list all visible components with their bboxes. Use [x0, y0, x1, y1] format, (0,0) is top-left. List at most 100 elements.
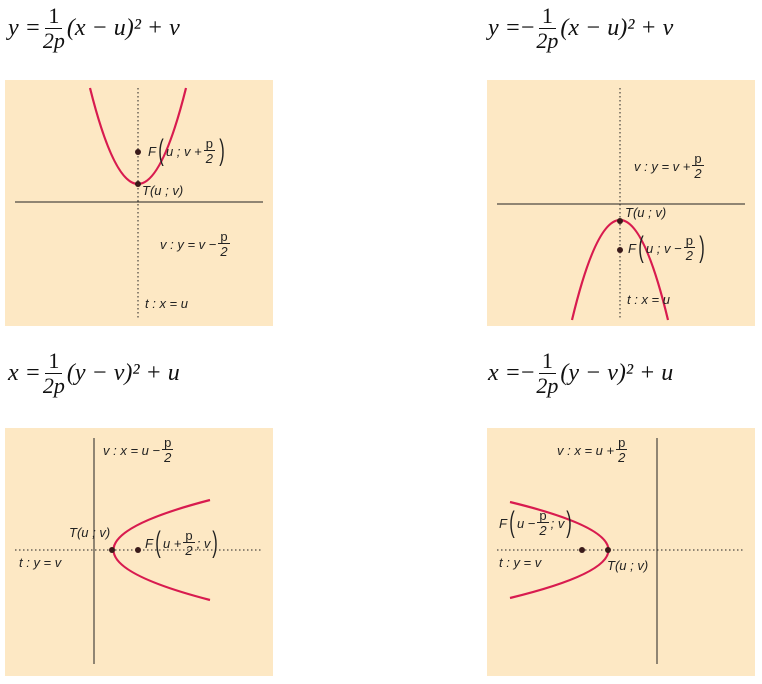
directrix-fraction: p 2: [616, 435, 628, 465]
left-paren: (: [158, 134, 164, 167]
formula-rest: (y − v)² + u: [66, 359, 180, 386]
fraction-numerator: p: [183, 528, 195, 543]
directrix-fraction: p 2: [692, 151, 704, 181]
vertex-point: [617, 218, 623, 224]
axis-label: t : x = u: [145, 296, 188, 311]
formula-prefix: y =: [488, 14, 521, 41]
vertex-point: [109, 547, 115, 553]
formula-fraction: 1 2p: [42, 349, 65, 398]
panel-upward-parabola: F ( u ; v + p 2 ) T(u ; v) v : y = v − p…: [5, 80, 273, 326]
panel-leftward-parabola: v : x = u + p 2 F ( u − p 2 ; v ) t : y …: [487, 428, 755, 676]
right-paren: ): [699, 231, 705, 264]
formula-prefix: x =: [488, 359, 521, 386]
formula-fraction: 1 2p: [43, 4, 65, 52]
left-paren: (: [638, 231, 644, 264]
focus-letter: F: [628, 240, 636, 256]
vertex-point: [135, 181, 141, 187]
panel-rightward-parabola: v : x = u − p 2 T(u ; v) F ( u + p 2 ; v…: [5, 428, 273, 676]
directrix-label: v : x = u + p 2: [557, 436, 629, 464]
formula-3: x = 1 2p (y − v)² + u: [8, 345, 180, 401]
formula-sign: −: [520, 359, 535, 386]
fraction-denominator: 2: [618, 450, 626, 465]
right-paren: ): [219, 134, 225, 167]
diagram-rightward: [15, 438, 263, 664]
focus-coords: u +: [162, 535, 182, 551]
focus-point: [135, 149, 141, 155]
fraction-denominator: 2p: [536, 372, 559, 398]
fraction-numerator: p: [203, 136, 215, 151]
focus-fraction: p 2: [203, 136, 215, 166]
fraction-numerator: p: [218, 229, 230, 244]
fraction-denominator: 2p: [42, 372, 65, 398]
formula-4: x = − 1 2p (y − v)² + u: [488, 345, 673, 401]
left-paren: (: [155, 526, 161, 559]
directrix-fraction: p 2: [218, 229, 230, 259]
left-paren: (: [509, 506, 515, 539]
formula-1: y = 1 2p (x − u)² + v: [8, 0, 180, 56]
fraction-denominator: 2: [539, 523, 547, 538]
focus-label: F ( u + p 2 ; v ): [145, 528, 220, 558]
fraction-denominator: 2: [694, 166, 702, 181]
fraction-numerator: p: [692, 151, 704, 166]
focus-point: [617, 247, 623, 253]
focus-fraction: p 2: [683, 233, 695, 263]
fraction-numerator: 1: [45, 349, 63, 374]
formula-prefix: x =: [8, 359, 41, 386]
fraction-numerator: 1: [538, 4, 556, 29]
fraction-numerator: 1: [45, 4, 63, 29]
focus-letter: F: [145, 535, 153, 551]
focus-coords: u ; v +: [165, 143, 202, 159]
directrix-text: v : y = v −: [160, 236, 217, 252]
focus-point: [135, 547, 141, 553]
vertex-label: T(u ; v): [69, 525, 111, 540]
focus-fraction: p 2: [537, 508, 549, 538]
fraction-denominator: 2p: [536, 27, 559, 53]
focus-letter: F: [499, 515, 507, 531]
formula-rest: (y − v)² + u: [560, 359, 674, 386]
fraction-denominator: 2: [205, 151, 213, 166]
focus-letter: F: [148, 143, 156, 159]
focus-coords-tail: ; v: [550, 515, 565, 531]
focus-label: F ( u ; v + p 2 ): [148, 136, 227, 166]
focus-coords: u ; v −: [645, 240, 682, 256]
fraction-denominator: 2: [164, 450, 172, 465]
focus-fraction: p 2: [183, 528, 195, 558]
formula-prefix: y =: [8, 14, 41, 41]
fraction-numerator: 1: [538, 349, 556, 374]
formula-rest: (x − u)² + v: [560, 14, 674, 41]
vertex-label: T(u ; v): [142, 183, 184, 198]
directrix-text: v : x = u +: [557, 442, 615, 458]
focus-label: F ( u ; v − p 2 ): [628, 233, 707, 263]
axis-label: t : y = v: [19, 555, 62, 570]
fraction-numerator: p: [537, 508, 549, 523]
formula-fraction: 1 2p: [536, 4, 559, 53]
directrix-label: v : y = v + p 2: [634, 152, 706, 180]
fraction-numerator: p: [683, 233, 695, 248]
fraction-numerator: p: [616, 435, 628, 450]
panel-downward-parabola: v : y = v + p 2 T(u ; v) F ( u ; v − p 2…: [487, 80, 755, 326]
fraction-denominator: 2: [185, 543, 193, 558]
focus-coords-tail: ; v: [196, 535, 211, 551]
focus-coords: u −: [516, 515, 536, 531]
focus-label: F ( u − p 2 ; v ): [499, 508, 574, 538]
directrix-fraction: p 2: [162, 435, 174, 465]
formula-sign: −: [520, 14, 535, 41]
directrix-label: v : y = v − p 2: [160, 230, 232, 258]
formula-rest: (x − u)² + v: [66, 14, 180, 41]
vertex-label: T(u ; v): [607, 558, 649, 573]
diagram-leftward: [497, 438, 745, 664]
fraction-denominator: 2: [220, 244, 228, 259]
directrix-label: v : x = u − p 2: [103, 436, 175, 464]
focus-point: [579, 547, 585, 553]
directrix-text: v : x = u −: [103, 442, 161, 458]
fraction-numerator: p: [162, 435, 174, 450]
formula-fraction: 1 2p: [536, 349, 559, 398]
directrix-text: v : y = v +: [634, 158, 691, 174]
vertex-label: T(u ; v): [625, 205, 667, 220]
vertex-point: [605, 547, 611, 553]
axis-label: t : x = u: [627, 292, 670, 307]
formula-2: y = − 1 2p (x − u)² + v: [488, 0, 673, 56]
right-paren: ): [566, 506, 573, 539]
fraction-denominator: 2: [685, 248, 693, 263]
axis-label: t : y = v: [499, 555, 542, 570]
